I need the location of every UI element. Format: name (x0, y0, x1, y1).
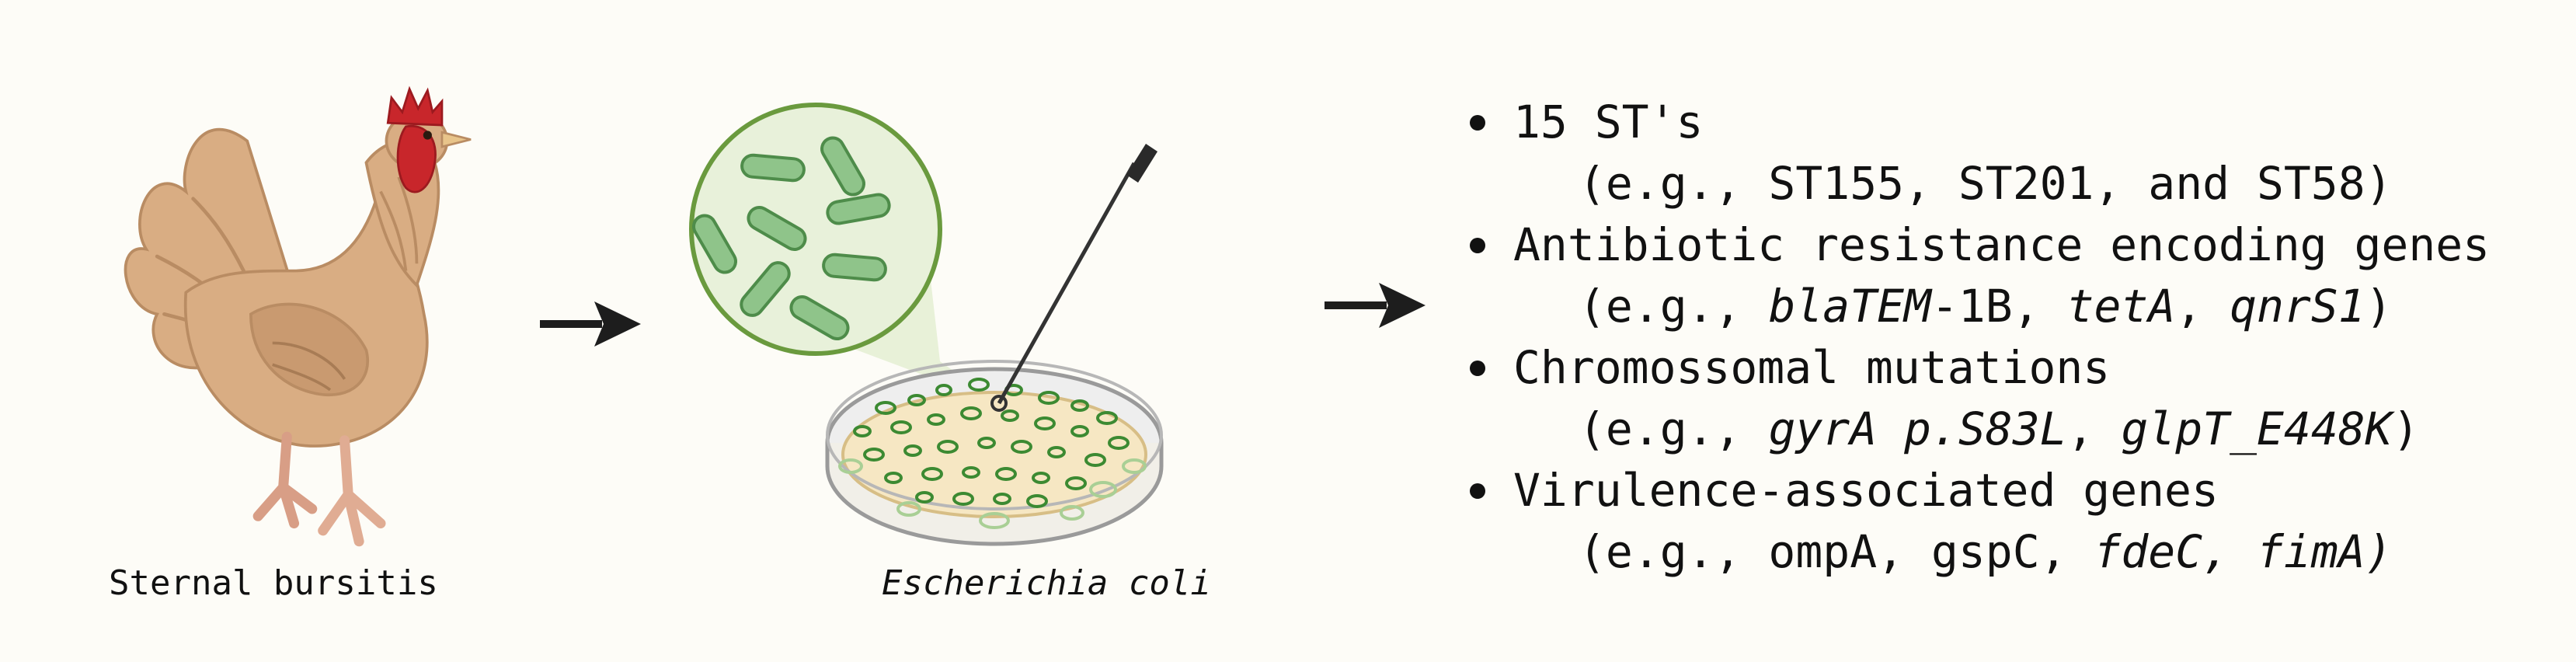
bullet-icon (1470, 115, 1485, 131)
example-segment: (e.g., ompA, gspC, (1579, 525, 2094, 578)
finding-title: 15 ST's (1513, 96, 1704, 148)
example-segment: , (2175, 280, 2230, 333)
caption-source: Sternal bursitis (109, 563, 438, 603)
example-segment: ) (2365, 280, 2393, 333)
finding-example: (e.g., gyrA p.S83L, glpT_E448K) (1513, 399, 2571, 460)
finding-example: (e.g., blaTEM-1B, tetA, qnrS1) (1513, 276, 2571, 337)
finding-title: Chromossomal mutations (1513, 341, 2111, 394)
example-segment: fdeC, fimA) (2094, 525, 2393, 578)
example-segment: blaTEM (1768, 280, 1931, 333)
example-segment: (e.g., (1579, 402, 1769, 455)
example-segment: tetA (2066, 280, 2176, 333)
example-segment: (e.g., (1579, 280, 1769, 333)
finding-item: Virulence-associated genes(e.g., ompA, g… (1468, 460, 2571, 583)
finding-item: Chromossomal mutations(e.g., gyrA p.S83L… (1468, 337, 2571, 460)
example-segment: , (2066, 402, 2122, 455)
example-segment: glpT_E448K (2121, 402, 2393, 455)
right-arrow-icon-1 (540, 301, 641, 347)
right-arrow-icon-2 (1325, 283, 1426, 328)
bullet-icon (1470, 483, 1485, 499)
example-segment: qnrS1 (2230, 280, 2365, 333)
findings-list: 15 ST's(e.g., ST155, ST201, and ST58)Ant… (1468, 92, 2571, 583)
bullet-icon (1470, 238, 1485, 253)
caption-organism: Escherichia coli (882, 563, 1211, 603)
petri-dish-icon (689, 103, 1164, 546)
finding-example: (e.g., ompA, gspC, fdeC, fimA) (1513, 521, 2571, 583)
bullet-icon (1470, 361, 1485, 376)
finding-item: 15 ST's (e.g., ST155, ST201, and ST58) (1468, 92, 2571, 214)
finding-item: Antibiotic resistance encoding genes(e.g… (1468, 214, 2571, 337)
finding-example: (e.g., ST155, ST201, and ST58) (1513, 153, 2571, 214)
finding-title: Antibiotic resistance encoding genes (1513, 218, 2491, 271)
finding-title: Virulence-associated genes (1513, 464, 2219, 517)
chicken-icon (124, 85, 472, 547)
example-segment: (e.g., ST155, ST201, and ST58) (1579, 157, 2393, 210)
example-segment: -1B, (1930, 280, 2067, 333)
example-segment: gyrA p.S83L (1768, 402, 2067, 455)
example-segment: ) (2392, 402, 2420, 455)
